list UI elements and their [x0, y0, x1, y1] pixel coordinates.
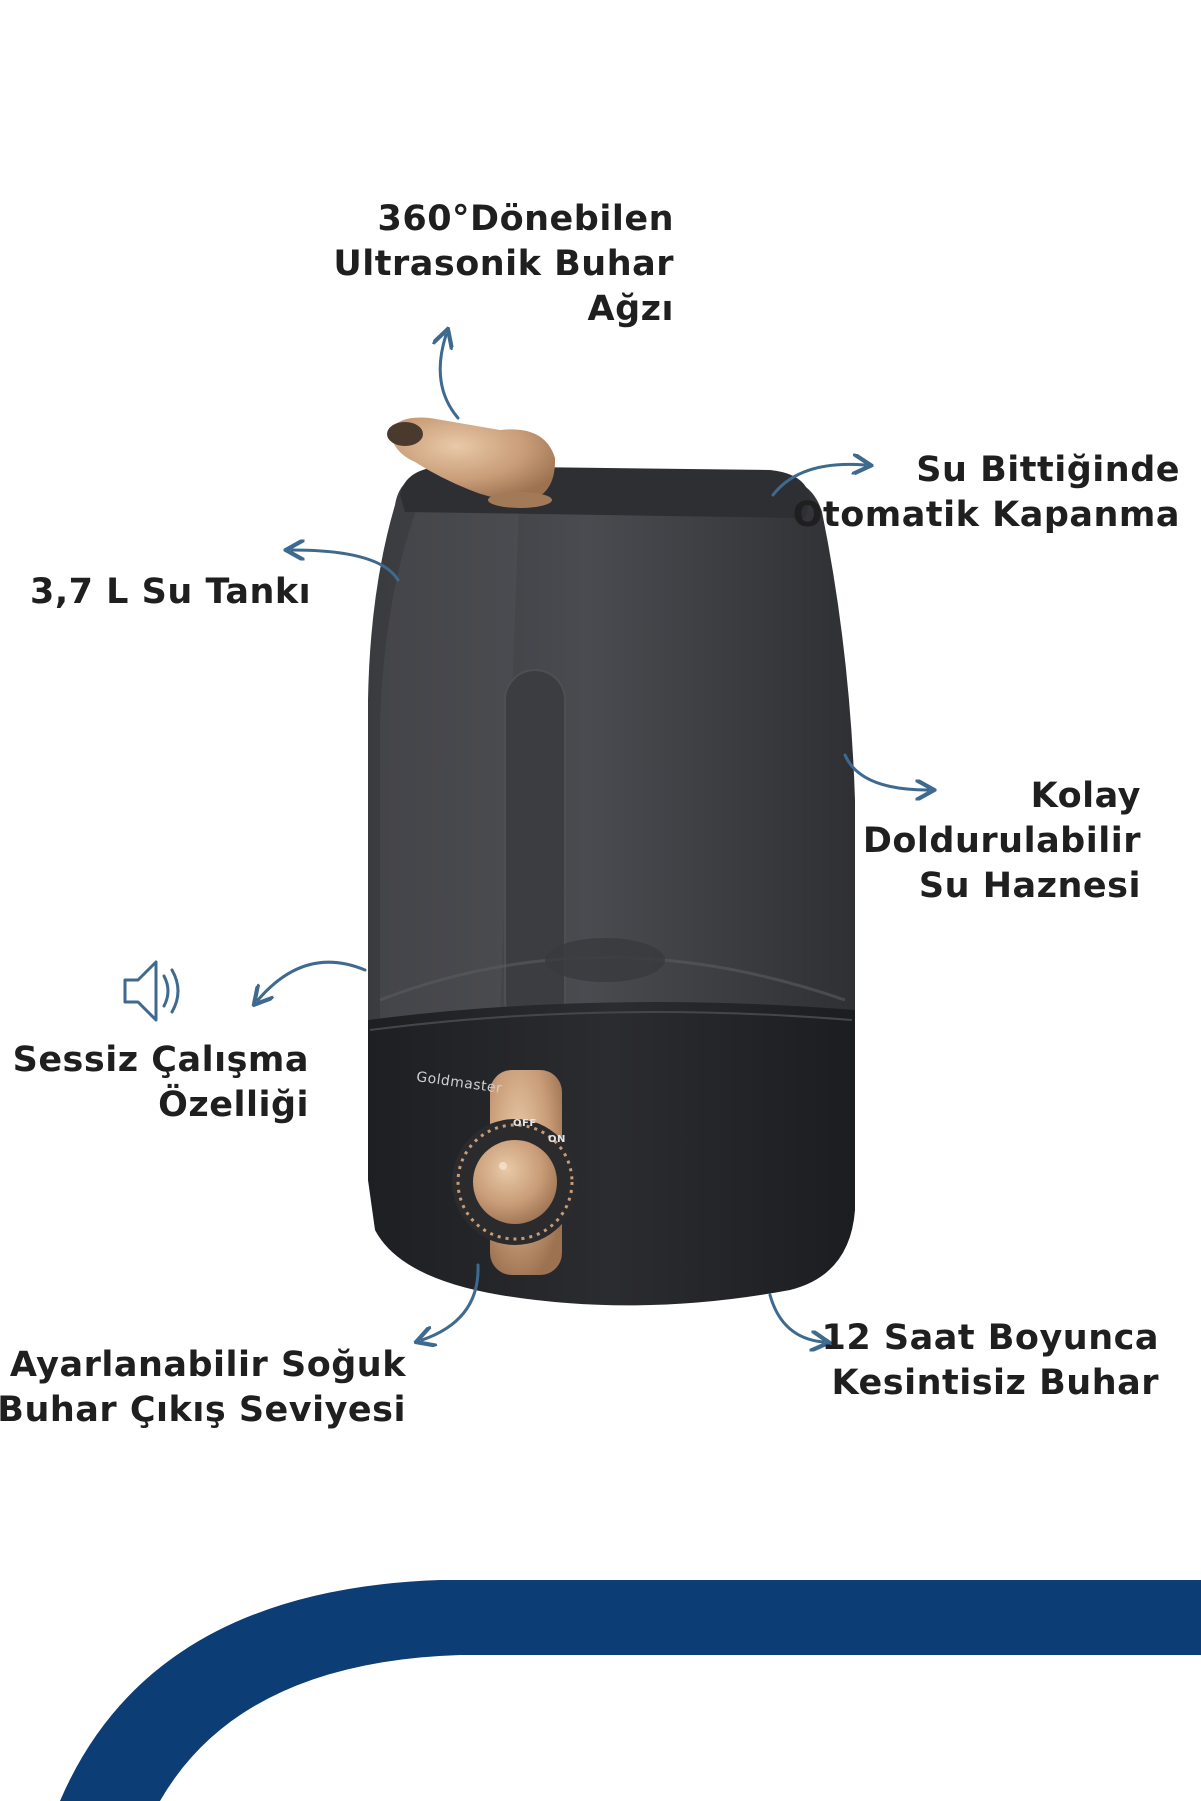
- arrow-auto-off: [771, 464, 865, 497]
- feature-adjustable: Ayarlanabilir Soğuk Buhar Çıkış Seviyesi: [0, 1343, 406, 1433]
- dial-off-label: OFF: [513, 1118, 537, 1129]
- feature-tank-line-1: 3,7 L Su Tankı: [30, 572, 312, 612]
- feature-refill-line-2: Doldurulabilir: [862, 821, 1141, 861]
- speaker-sound-icon: [123, 960, 180, 1022]
- feature-adjustable-line-1: Ayarlanabilir Soğuk: [9, 1345, 406, 1385]
- brand-arc-band: [60, 1580, 1201, 1801]
- arrow-silent: [258, 960, 367, 1000]
- feature-nozzle: 360°Dönebilen Ultrasonik Buhar Ağzı: [333, 197, 674, 332]
- water-tank: [368, 470, 855, 1060]
- feature-tank: 3,7 L Su Tankı: [30, 570, 311, 615]
- callout-arrows: [258, 335, 928, 1342]
- feature-silent: Sessiz Çalışma Özelliği: [13, 1038, 309, 1128]
- feature-nozzle-line-2: Ultrasonik Buhar: [333, 244, 674, 284]
- feature-duration: 12 Saat Boyunca Kesintisiz Buhar: [822, 1316, 1160, 1406]
- feature-auto-off: Su Bittiğinde Otomatik Kapanma: [793, 448, 1180, 538]
- feature-duration-line-1: 12 Saat Boyunca: [821, 1318, 1159, 1358]
- feature-auto-off-line-1: Su Bittiğinde: [916, 450, 1180, 490]
- arrow-duration: [768, 1293, 823, 1342]
- feature-nozzle-line-3: Ağzı: [587, 289, 674, 329]
- feature-refill-line-3: Su Haznesi: [918, 866, 1141, 906]
- arrow-nozzle: [440, 335, 460, 420]
- feature-adjustable-line-2: Buhar Çıkış Seviyesi: [0, 1390, 406, 1430]
- feature-refill: Kolay Doldurulabilir Su Haznesi: [863, 774, 1141, 909]
- base-unit: [368, 1002, 855, 1306]
- feature-auto-off-line-2: Otomatik Kapanma: [792, 495, 1180, 535]
- arrow-adjustable: [422, 1263, 480, 1340]
- feature-refill-line-1: Kolay: [1030, 776, 1141, 816]
- feature-duration-line-2: Kesintisiz Buhar: [831, 1363, 1159, 1403]
- arrow-refill: [843, 753, 928, 790]
- dial-on-label: ON: [548, 1134, 566, 1145]
- feature-silent-line-2: Özelliği: [158, 1085, 309, 1125]
- arrow-tank: [292, 550, 400, 582]
- feature-nozzle-line-1: 360°Dönebilen: [377, 199, 674, 239]
- steam-nozzle: [387, 417, 556, 508]
- feature-silent-line-1: Sessiz Çalışma: [12, 1040, 309, 1080]
- control-panel: [452, 1070, 578, 1275]
- mist-level-dial[interactable]: [473, 1140, 557, 1224]
